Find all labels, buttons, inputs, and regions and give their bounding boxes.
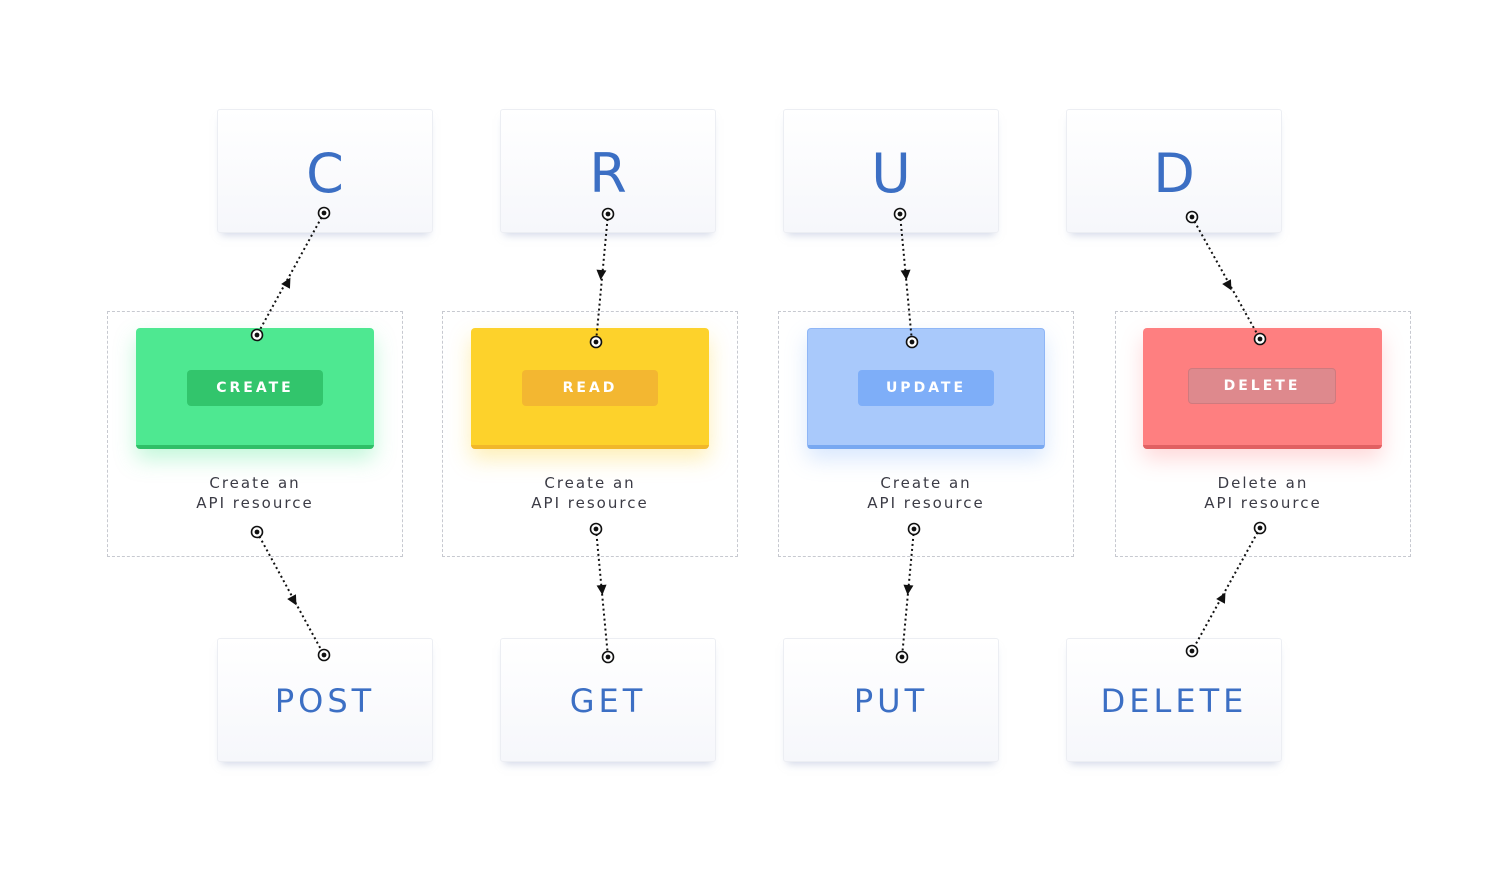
method-post: POST	[274, 682, 376, 720]
description-delete: Delete an API resource	[1204, 474, 1322, 512]
arrow-d-top	[1222, 279, 1232, 291]
group-update	[778, 311, 1074, 557]
action-card-update: UPDATE	[807, 328, 1045, 449]
arrow-u-bottom	[903, 584, 914, 595]
method-delete: DELETE	[1100, 682, 1248, 720]
group-read	[442, 311, 738, 557]
method-card-delete: DELETE	[1066, 638, 1282, 762]
letter-c: C	[306, 141, 344, 205]
description-create: Create an API resource	[196, 474, 314, 512]
letter-d: D	[1153, 141, 1195, 205]
method-card-post: POST	[217, 638, 433, 762]
arrow-c-top	[281, 277, 291, 289]
letter-card-d: D	[1066, 109, 1282, 233]
method-get: GET	[569, 682, 647, 720]
action-card-create: CREATE	[136, 328, 374, 449]
letter-card-u: U	[783, 109, 999, 233]
arrow-r-bottom	[596, 584, 607, 595]
action-card-delete: DELETE	[1143, 328, 1382, 449]
arrow-u-top	[900, 269, 911, 280]
group-delete	[1115, 311, 1411, 557]
arrow-d-bottom	[1216, 592, 1226, 604]
method-card-get: GET	[500, 638, 716, 762]
arrow-c-bottom	[287, 594, 297, 606]
letter-u: U	[871, 141, 911, 205]
action-card-read: READ	[471, 328, 709, 449]
delete-button[interactable]: DELETE	[1188, 368, 1336, 404]
letter-r: R	[589, 141, 627, 205]
letter-card-c: C	[217, 109, 433, 233]
description-update: Create an API resource	[867, 474, 985, 512]
read-button[interactable]: READ	[522, 370, 658, 406]
method-card-put: PUT	[783, 638, 999, 762]
description-read: Create an API resource	[531, 474, 649, 512]
arrow-r-top	[596, 269, 607, 280]
letter-card-r: R	[500, 109, 716, 233]
create-button[interactable]: CREATE	[187, 370, 323, 406]
method-put: PUT	[853, 682, 929, 720]
update-button[interactable]: UPDATE	[858, 370, 994, 406]
group-create	[107, 311, 403, 557]
